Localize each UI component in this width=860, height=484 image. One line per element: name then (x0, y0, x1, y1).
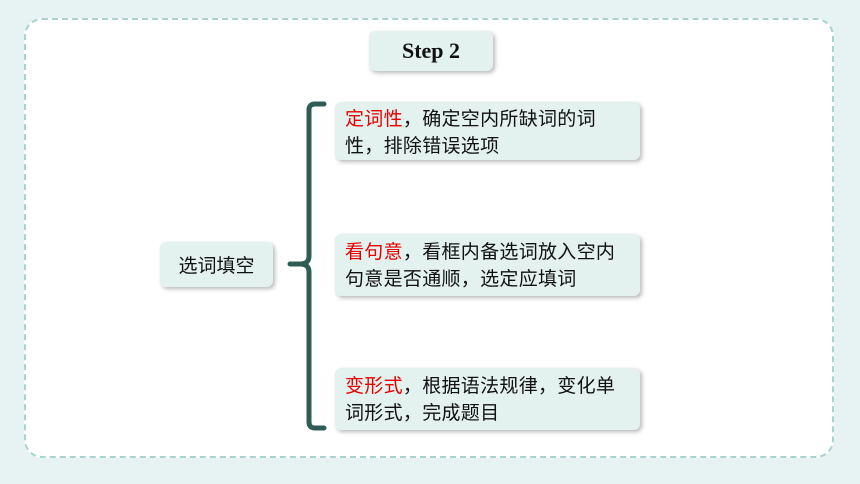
item-keyword: 定词性 (345, 108, 403, 130)
curly-bracket (287, 101, 327, 431)
step-item-word-form: 变形式，根据语法规律，变化单词形式，完成题目 (335, 368, 640, 430)
topic-box: 选词填空 (160, 242, 273, 287)
item-keyword: 看句意 (345, 241, 403, 263)
item-text: ，确定空内所缺词的词性，排除错误选项 (345, 108, 596, 157)
item-text: ，根据语法规律，变化单词形式，完成题目 (345, 375, 616, 424)
step-item-sentence-meaning: 看句意，看框内备选词放入空内句意是否通顺，选定应填词 (335, 234, 640, 296)
step-title: Step 2 (369, 31, 493, 71)
item-keyword: 变形式 (345, 375, 403, 397)
item-text: ，看框内备选词放入空内句意是否通顺，选定应填词 (345, 241, 616, 290)
step-item-part-of-speech: 定词性，确定空内所缺词的词性，排除错误选项 (335, 102, 640, 160)
